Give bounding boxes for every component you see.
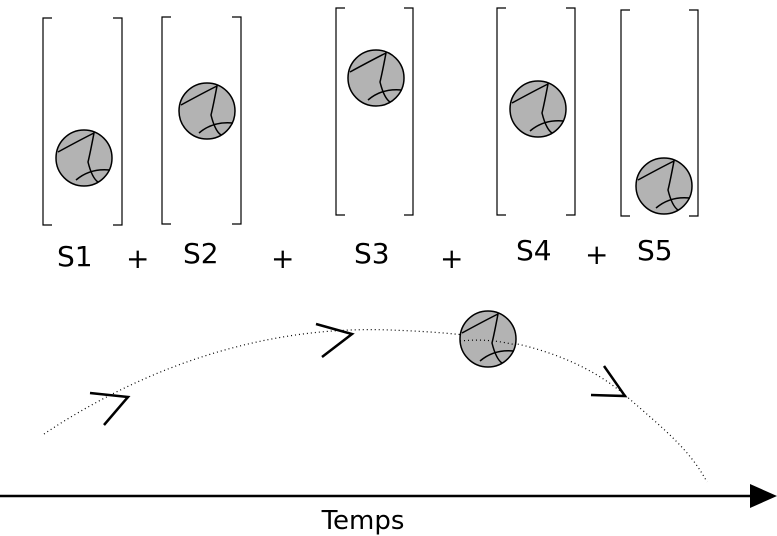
ball-s3 xyxy=(347,49,405,107)
snapshot-label-s4: S4 xyxy=(516,234,552,267)
plus-sign: + xyxy=(271,242,294,275)
snapshot-frame-s3 xyxy=(335,7,414,216)
time-axis-arrowhead-icon xyxy=(750,484,777,508)
direction-arrow-icon xyxy=(315,322,355,358)
snapshot-label-s2: S2 xyxy=(183,237,219,270)
plus-sign: + xyxy=(585,238,608,271)
trajectory-through-ball xyxy=(459,339,517,346)
snapshot-frame-s5 xyxy=(620,9,699,217)
trajectory-curve xyxy=(43,329,708,483)
ball-s2 xyxy=(178,82,236,140)
direction-arrow-icon xyxy=(590,365,628,398)
snapshot-frame-s4 xyxy=(496,7,576,216)
ball-s4 xyxy=(509,80,567,138)
time-axis-label: Temps xyxy=(321,506,405,536)
snapshot-label-s3: S3 xyxy=(354,237,390,270)
ball-s5 xyxy=(635,157,693,215)
snapshot-label-s5: S5 xyxy=(637,234,673,267)
ball-on-trajectory xyxy=(459,310,517,368)
plus-sign: + xyxy=(440,242,463,275)
plus-sign: + xyxy=(126,242,149,275)
snapshot-frame-s1 xyxy=(42,17,123,226)
snapshot-label-s1: S1 xyxy=(57,240,93,273)
snapshot-frame-s2 xyxy=(161,16,242,225)
direction-arrow-icon xyxy=(89,391,131,426)
ball-s1 xyxy=(55,129,113,187)
